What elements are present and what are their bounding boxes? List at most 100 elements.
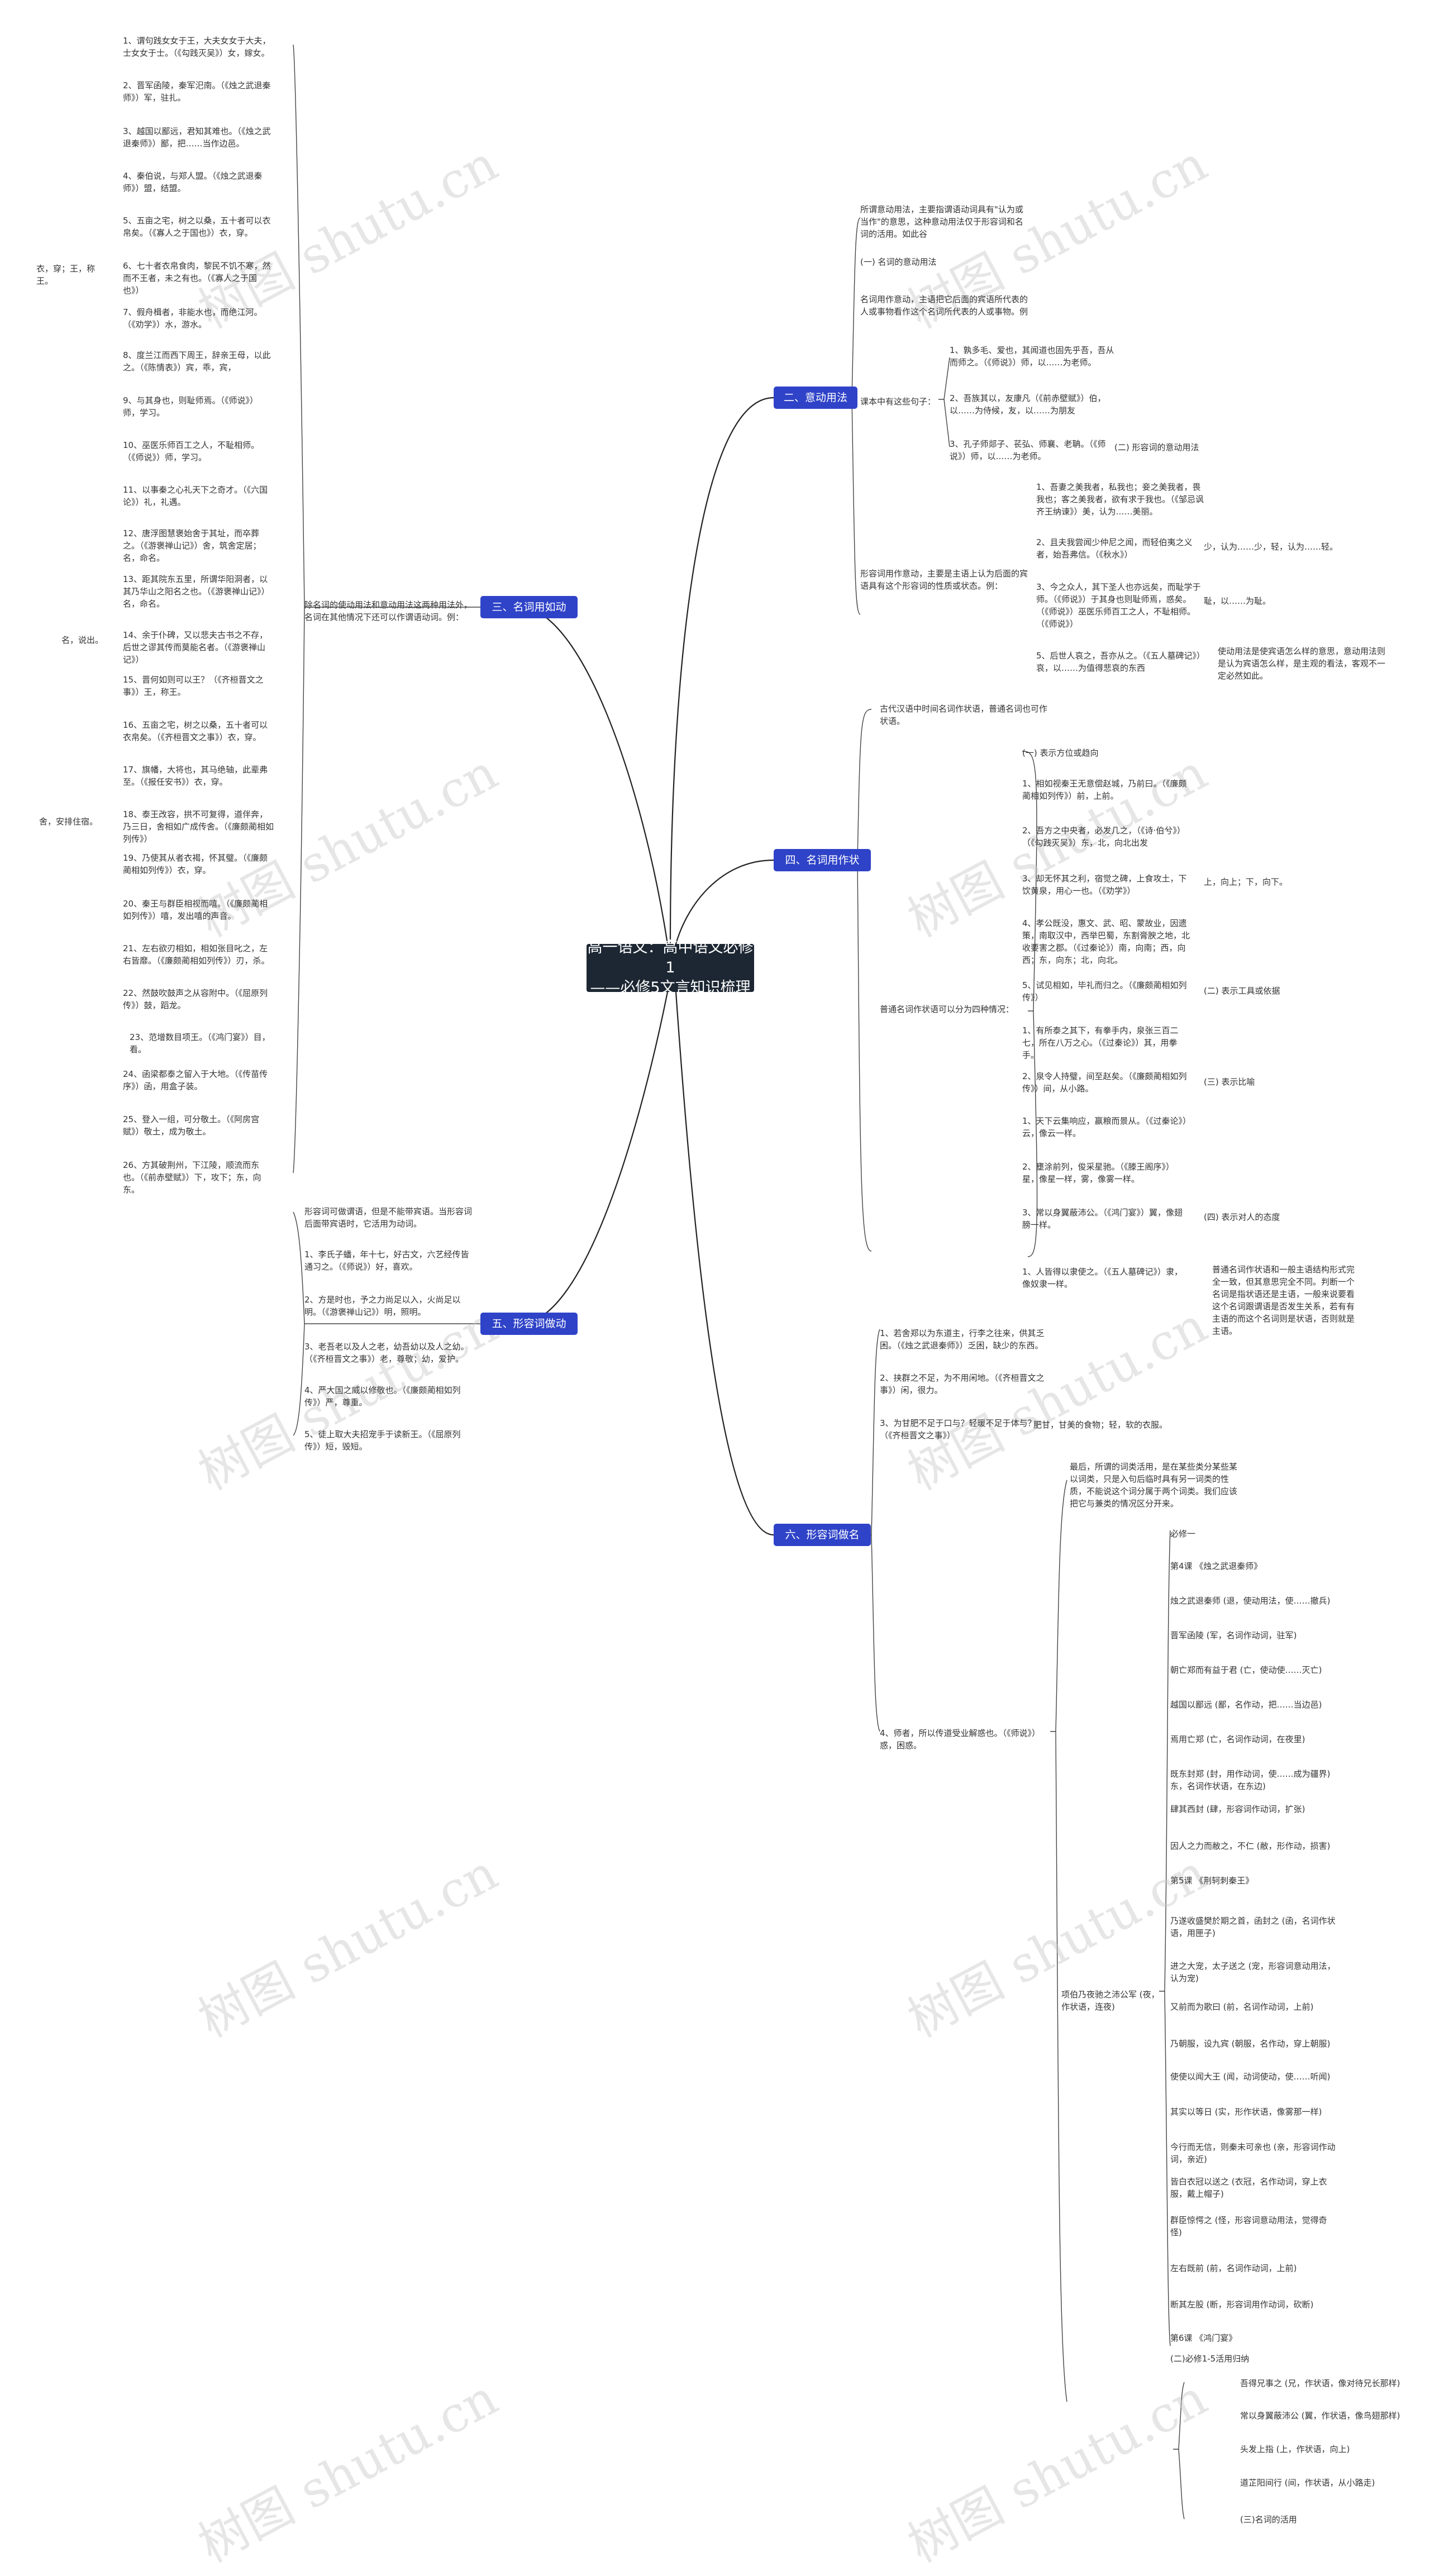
mindmap-node-96[interactable]: 皆白衣冠以送之 (衣冠，名作动词，穿上衣服，戴上帽子) (1170, 2177, 1327, 2199)
mindmap-node-19[interactable]: 17、旗幡，大将也，其马绝轴，此辈弗至。（《报任安书》）衣，穿。 (123, 765, 268, 787)
mindmap-node-30[interactable]: 除名词的使动用法和意动用法这两种用法外，名词在其他情况下还可以作谓语动词。例： (304, 600, 473, 622)
branch-yidong[interactable]: 二、意动用法 (774, 387, 857, 409)
mindmap-node-37[interactable]: 3、孔子师郯子、苌弘、师襄、老聃。（《师说》）师，以……为老师。 (950, 439, 1106, 461)
mindmap-node-61[interactable]: 3、常以身翼蔽沛公。（《鸿门宴》）翼，像翅膀一样。 (1022, 1208, 1183, 1230)
branch-xingrong-dongci[interactable]: 五、形容词做动词 (480, 1313, 578, 1352)
mindmap-node-7[interactable]: 衣，穿；王，称王。 (36, 264, 96, 286)
mindmap-node-103[interactable]: 吾得兄事之 (兄，作状语，像对待兄长那样) (1240, 2378, 1400, 2388)
mindmap-node-40[interactable]: 1、吾妻之美我者，私我也；妾之美我者，畏我也；客之美我者，欲有求于我也。（《邹忌… (1036, 482, 1204, 517)
mindmap-node-16[interactable]: 14、余于仆碑，又以悲夫古书之不存，后世之谬其传而莫能名者。（《游褒禅山记》） (123, 630, 268, 665)
mindmap-node-12[interactable]: 11、以事秦之心礼天下之奇才。（《六国论》）礼，礼遇。 (123, 485, 268, 507)
mindmap-node-84[interactable]: 焉用亡郑 (亡，名词作动词，在夜里) (1170, 1734, 1305, 1744)
mindmap-node-11[interactable]: 10、巫医乐师百工之人，不耻相师。（《师说》）师，学习。 (123, 440, 260, 462)
mindmap-node-83[interactable]: 越国以鄙远 (鄙，名作动，把……当边邑) (1170, 1700, 1322, 1710)
mindmap-node-75[interactable]: 肥甘，甘美的食物；轻，软的衣服。 (1033, 1420, 1168, 1430)
mindmap-node-66[interactable]: 形容词可做谓语，但是不能带宾语。当形容词后面带宾语时，它活用为动词。 (304, 1206, 473, 1229)
branch-mingci-dongci[interactable]: 三、名词用如动词 (480, 596, 578, 636)
mindmap-node-43[interactable]: 3、今之众人，其下圣人也亦远矣，而耻学于师。（《师说》）于其身也则耻师焉，惑矣。… (1036, 582, 1201, 629)
mindmap-node-62[interactable]: (四) 表示对人的态度 (1204, 1212, 1280, 1222)
mindmap-node-82[interactable]: 朝亡郑而有益于君 (亡，使动使……灭亡) (1170, 1665, 1322, 1675)
mindmap-node-22[interactable]: 19、乃使其从者衣褐，怀其璧。（《廉颇蔺相如列传》）衣，穿。 (123, 853, 268, 875)
mindmap-node-81[interactable]: 晋军函陵 (军，名词作动词，驻军) (1170, 1630, 1297, 1640)
mindmap-node-5[interactable]: 5、五亩之宅，树之以桑，五十者可以衣帛矣。（《寡人之于国也》）衣，穿。 (123, 216, 271, 238)
mindmap-node-71[interactable]: 5、徒上取大夫招宠手于读新王。（《屈原列传》）短，毁短。 (304, 1429, 461, 1452)
mindmap-node-8[interactable]: 7、假舟楫者，非能水也，而绝江河。（《劝学》）水，游水。 (123, 307, 263, 330)
mindmap-node-77[interactable]: 最后，所谓的词类活用，是在某些类分某些某以词类，只是入句后临时具有另一词类的性质… (1070, 1462, 1238, 1509)
mindmap-node-102[interactable]: 项伯乃夜驰之沛公军 (夜，作状语，连夜) (1061, 1990, 1160, 2012)
mindmap-node-18[interactable]: 16、五亩之宅，树之以桑，五十者可以衣帛矣。（《齐桓晋文之事》）衣，穿。 (123, 720, 268, 742)
mindmap-node-67[interactable]: 1、李氏子蟠，年十七，好古文，六艺经传皆通习之。（《师说》）好，喜欢。 (304, 1249, 469, 1272)
branch-mingci-zhuangyu[interactable]: 四、名词用作状语 (774, 849, 871, 889)
mindmap-node-55[interactable]: (二) 表示工具或依据 (1204, 986, 1280, 996)
mindmap-node-65[interactable]: 普通名词作状语可以分为四种情况： (880, 1004, 1014, 1014)
mindmap-node-94[interactable]: 其实以等日 (实，形作状语，像雾那一样) (1170, 2107, 1322, 2117)
mindmap-node-53[interactable]: 4、孝公既没，惠文、武、昭、蒙故业，因遗策，南取汉中，西举巴蜀，东割膏腴之地，北… (1022, 918, 1190, 965)
mindmap-node-23[interactable]: 20、秦王与群臣相视而嘻。（《廉颇蔺相如列传》）嘻，发出嘻的声音。 (123, 899, 268, 921)
mindmap-node-79[interactable]: 第4课 《烛之武退秦师》 (1170, 1561, 1262, 1571)
mindmap-node-25[interactable]: 22、然鼓吹鼓声之从容附中。（《屈原列传》）鼓，蹈龙。 (123, 988, 268, 1010)
mindmap-node-50[interactable]: 2、吾方之中央者，必发几之，（《诗·伯兮》）（《勾践灭吴》）东，北，向北出发 (1022, 826, 1185, 848)
mindmap-node-85[interactable]: 既东封郑 (封，用作动词，使……成为疆界)东，名词作状语，在东边) (1170, 1769, 1331, 1791)
mindmap-node-86[interactable]: 肆其西封 (肆，形容词作动词，扩张) (1170, 1804, 1305, 1814)
mindmap-node-28[interactable]: 25、登入一组，可分敬土。（《阿房宫赋》）敬土，成为敬土。 (123, 1114, 260, 1137)
mindmap-node-46[interactable]: 使动用法是使宾语怎么样的意思，意动用法则是认为宾语怎么样，是主观的看法，客观不一… (1218, 646, 1386, 681)
mindmap-node-2[interactable]: 2、晋军函陵，秦军汜南。（《烛之武退秦师》）军，驻扎。 (123, 80, 271, 103)
mindmap-node-104[interactable]: 常以身翼蔽沛公 (翼，作状语，像鸟翅那样) (1240, 2411, 1400, 2421)
mindmap-node-91[interactable]: 又前而为歌曰 (前，名词作动词，上前) (1170, 2002, 1314, 2012)
mindmap-node-39[interactable]: 形容词用作意动，主要是主语上认为后面的宾语具有这个形容词的性质或状态。例： (860, 569, 1028, 591)
mindmap-node-52[interactable]: 上，向上；下，向下。 (1204, 877, 1288, 887)
mindmap-node-24[interactable]: 21、左右欲刃相如，相如张目叱之，左右皆靡。（《廉颇蔺相如列传》）刃，杀。 (123, 943, 270, 966)
mindmap-node-32[interactable]: (一) 名词的意动用法 (860, 257, 937, 267)
mindmap-node-10[interactable]: 9、与其身也，则耻师焉。（《师说》）师，学习。 (123, 395, 259, 418)
mindmap-node-6[interactable]: 6、七十者衣帛食肉，黎民不饥不寒，然而不王者，未之有也。（《寡人之于国也》） (123, 261, 271, 295)
mindmap-node-4[interactable]: 4、秦伯说，与郑人盟。（《烛之武退秦师》）盟，结盟。 (123, 171, 263, 193)
mindmap-node-48[interactable]: (一) 表示方位或趋向 (1022, 748, 1099, 758)
mindmap-node-97[interactable]: 群臣惊愕之 (怪，形容词意动用法，觉得奇怪) (1170, 2215, 1327, 2238)
branch-xingrong-mingci[interactable]: 六、形容词做名词 (774, 1524, 871, 1563)
mindmap-node-17[interactable]: 15、晋何如则可以王？（《齐桓晋文之事》）王，称王。 (123, 675, 264, 697)
mindmap-node-21[interactable]: 舍，安排住宿。 (39, 817, 98, 827)
mindmap-node-59[interactable]: 1、天下云集响应，赢粮而景从。（《过秦论》）云，像云一样。 (1022, 1116, 1187, 1138)
mindmap-node-69[interactable]: 3、老吾老以及人之老，幼吾幼以及人之幼。（《齐桓晋文之事》）老，尊敬；幼，爱护。 (304, 1342, 469, 1364)
mindmap-node-106[interactable]: 道芷阳间行 (间，作状语，从小路走) (1240, 2478, 1375, 2488)
mindmap-node-51[interactable]: 3、却无怀其之利，宿觉之碑，上食攻土，下饮黄泉，用心一也。（《劝学》） (1022, 874, 1187, 896)
mindmap-node-101[interactable]: (二)必修1-5活用归纳 (1170, 2354, 1250, 2364)
mindmap-node-13[interactable]: 12、唐浮图慧褒始舍于其址，而卒葬之。（《游褒禅山记》）舍，筑舍定居；名，命名。 (123, 528, 261, 563)
mindmap-node-33[interactable]: 名词用作意动，主语把它后面的宾语所代表的人或事物看作这个名词所代表的人或事物。例 (860, 294, 1028, 317)
mindmap-node-93[interactable]: 使使以闻大王 (闻，动词使动，使……听闻) (1170, 2072, 1331, 2082)
mindmap-node-45[interactable]: 5、后世人哀之，吾亦从之。（《五人墓碑记》）哀，以……为值得悲哀的东西 (1036, 651, 1201, 673)
mindmap-node-15[interactable]: 名，说出。 (61, 635, 104, 645)
mindmap-node-89[interactable]: 乃遂收盛樊於期之首，函封之 (函，名词作状语，用匣子) (1170, 1916, 1336, 1938)
mindmap-node-73[interactable]: 2、挟群之不足，为不用闲地。（《齐桓晋文之事》）闲，很力。 (880, 1373, 1045, 1395)
mindmap-node-26[interactable]: 23、范增数目项王。（《鸿门宴》）目，看。 (130, 1032, 270, 1055)
mindmap-node-47[interactable]: 古代汉语中时间名词作状语，普通名词也可作状语。 (880, 704, 1048, 726)
mindmap-node-58[interactable]: (三) 表示比喻 (1204, 1077, 1255, 1087)
mindmap-node-9[interactable]: 8、度兰江而西下周王，辞亲王母，以此之。（《陈情表》）宾，乖，宾， (123, 350, 271, 373)
mindmap-node-36[interactable]: 2、吾族其以，友康凡（《前赤壁赋》）伯，以……为侍候，友，以……为朋友 (950, 393, 1106, 416)
mindmap-node-63[interactable]: 1、人皆得以隶使之。（《五人墓碑记》）隶，像奴隶一样。 (1022, 1267, 1183, 1289)
mindmap-node-100[interactable]: 第6课 《鸿门宴》 (1170, 2333, 1237, 2343)
mindmap-node-14[interactable]: 13、距其院东五里，所谓华阳洞者，以其乃华山之阳名之也。（《游褒禅山记》）名，命… (123, 574, 270, 609)
mindmap-node-34[interactable]: 课本中有这些句子： (860, 397, 936, 407)
mindmap-node-60[interactable]: 2、壅涂前列，俊采星驰。（《滕王阁序》）星，像星一样，雾，像雾一样。 (1022, 1162, 1175, 1184)
mindmap-node-29[interactable]: 26、方其破荆州，下江陵，顺流而东也。（《前赤壁赋》）下，攻下；东，向东。 (123, 1160, 261, 1195)
mindmap-node-78[interactable]: 必修一 (1170, 1529, 1196, 1539)
mindmap-node-38[interactable]: (二) 形容词的意动用法 (1114, 442, 1199, 452)
mindmap-node-98[interactable]: 左右既前 (前，名词作动词，上前) (1170, 2263, 1297, 2273)
mindmap-node-35[interactable]: 1、孰多毛、爱也，其闻道也固先乎吾，吾从而师之。（《师说》）师，以……为老师。 (950, 345, 1114, 368)
mindmap-node-76[interactable]: 4、师者，所以传道受业解惑也。（《师说》）惑，困惑。 (880, 1728, 1041, 1750)
mindmap-node-74[interactable]: 3、为甘肥不足于口与？轻暖不足于体与？（《齐桓晋文之事》） (880, 1418, 1036, 1440)
mindmap-node-72[interactable]: 1、若舍郑以为东道主，行李之往来，供其乏困。（《烛之武退秦师》）乏困，缺少的东西… (880, 1328, 1045, 1351)
mindmap-node-88[interactable]: 第5课 《荆轲刺秦王》 (1170, 1876, 1254, 1886)
mindmap-node-92[interactable]: 乃朝服，设九宾 (朝服，名作动，穿上朝服) (1170, 2039, 1331, 2049)
root-node[interactable]: 高一语文：高中语文必修1 ——必修5文言知识梳理 (587, 939, 754, 996)
mindmap-node-49[interactable]: 1、相如视秦王无意偿赵城，乃前曰。（《廉颇蔺相如列传》）前，上前。 (1022, 779, 1187, 801)
mindmap-node-90[interactable]: 进之大宠，太子送之 (宠，形容词意动用法，认为宠) (1170, 1961, 1336, 1983)
mindmap-node-42[interactable]: 少，认为……少，轻，认为……轻。 (1204, 542, 1338, 552)
mindmap-node-54[interactable]: 5、试见相如，毕礼而归之。（《廉颇蔺相如列传》） (1022, 980, 1187, 1003)
mindmap-node-105[interactable]: 头发上指 (上，作状语，向上) (1240, 2444, 1350, 2454)
mindmap-node-1[interactable]: 1、谓句践女女于王，大夫女女于大夫，士女女于士。（《勾践灭吴》）女，嫁女。 (123, 36, 271, 58)
mindmap-node-70[interactable]: 4、严大国之威以修敬也。（《廉颇蔺相如列传》）严，尊重。 (304, 1385, 461, 1408)
mindmap-node-41[interactable]: 2、且夫我尝闻少仲尼之闻，而轻伯夷之义者，始吾弗信。（《秋水》） (1036, 537, 1193, 560)
mindmap-node-107[interactable]: (三)名词的活用 (1240, 2515, 1297, 2525)
